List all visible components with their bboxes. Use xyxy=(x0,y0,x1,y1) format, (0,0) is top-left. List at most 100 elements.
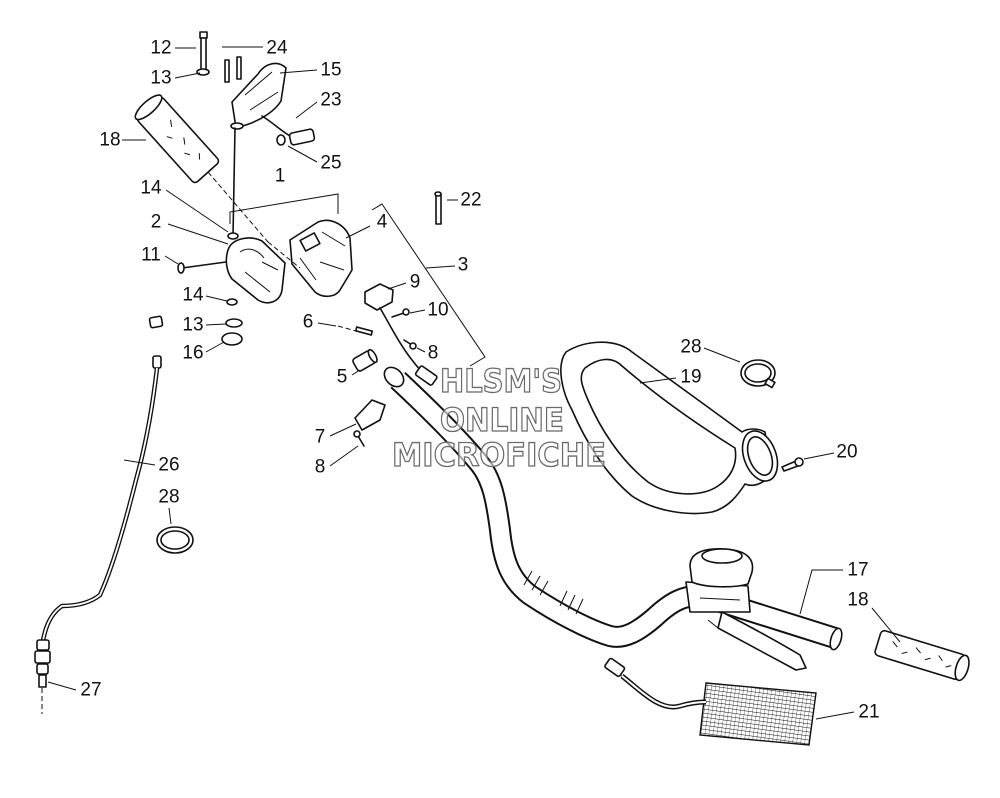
callout-label: 9 xyxy=(410,272,421,293)
leader-line xyxy=(703,347,741,363)
callout-label: 14 xyxy=(140,178,162,199)
callout-label: 27 xyxy=(80,680,101,701)
part-28-clamp-ring-left xyxy=(156,526,194,554)
bolt-shank xyxy=(200,37,207,71)
screw-head xyxy=(402,308,410,316)
callout-label: 2 xyxy=(151,212,162,233)
part-6-pin xyxy=(337,325,374,336)
bolt-head xyxy=(199,31,208,39)
cable-end-cap xyxy=(148,315,164,329)
callout-label: 5 xyxy=(337,367,348,388)
watermark: HLSM'S ONLINE MICROFICHE xyxy=(391,361,606,474)
leader-line xyxy=(317,322,337,327)
callout-label: 26 xyxy=(158,455,179,476)
part-18-left-grip xyxy=(134,94,220,184)
leader-line xyxy=(167,223,229,245)
callout-label: 8 xyxy=(315,457,326,478)
sleeve-end xyxy=(367,348,378,364)
callout-label: 11 xyxy=(141,245,161,266)
pin xyxy=(224,59,230,83)
leader-line xyxy=(425,265,456,269)
leader-line xyxy=(205,323,227,326)
part-22-pin xyxy=(434,191,442,225)
callout-label: 7 xyxy=(315,427,326,448)
part-9-switch xyxy=(364,283,394,311)
brake-lever-assembly xyxy=(685,548,807,671)
assembly-axis-line xyxy=(267,241,301,269)
part-8-screw xyxy=(403,339,417,350)
housing-detail xyxy=(299,231,346,281)
part-27-cable-fitting xyxy=(34,639,51,714)
leader-line xyxy=(387,282,407,290)
leader-line xyxy=(123,459,156,466)
handlebar-knurl xyxy=(523,570,584,615)
callout-label: 19 xyxy=(680,367,701,388)
leader-line xyxy=(168,507,172,525)
pin-guide xyxy=(337,325,357,332)
part-14-screw xyxy=(227,232,239,240)
brake-lever xyxy=(717,611,807,671)
part-5-sleeve xyxy=(352,348,378,372)
grip-axis-line xyxy=(207,171,269,243)
part-26-throttle-cable xyxy=(40,315,164,641)
leader-line xyxy=(329,445,359,467)
callout-label: 13 xyxy=(150,68,171,89)
leader-line xyxy=(205,295,228,302)
leader-line xyxy=(409,309,426,314)
ring-outer xyxy=(740,359,776,387)
leader-line xyxy=(345,225,371,239)
grip-opening xyxy=(134,94,163,121)
screw-head xyxy=(353,430,361,438)
fitting-body xyxy=(34,650,51,664)
ring-outer xyxy=(156,526,194,554)
ring-inner xyxy=(744,363,772,383)
callout-label: 14 xyxy=(182,285,204,306)
wire-connector xyxy=(414,365,438,386)
part-17-handlebar xyxy=(383,366,843,651)
leader-line xyxy=(799,569,843,615)
callout-label: 3 xyxy=(458,255,469,276)
leader-line xyxy=(287,145,318,163)
grip-texture xyxy=(166,119,201,160)
leader-line xyxy=(815,711,855,720)
part-8-screw-lower xyxy=(353,430,365,447)
ring-tab xyxy=(764,377,776,389)
hood-inner xyxy=(580,358,737,495)
cable-ferrule xyxy=(152,355,162,369)
leader-line xyxy=(295,101,318,119)
part-7-bracket xyxy=(354,399,386,431)
leader-line xyxy=(205,341,225,353)
part-24-pins xyxy=(224,56,242,83)
part-13-washer xyxy=(196,68,210,76)
handlebar-right-end xyxy=(829,627,843,651)
grip-texture xyxy=(892,641,952,668)
housing-body xyxy=(225,237,286,304)
cable-core xyxy=(42,367,158,641)
ring-inner xyxy=(160,530,190,550)
pin-body xyxy=(354,326,374,336)
part-15-bracket xyxy=(230,62,287,130)
part-19-hood xyxy=(560,341,779,515)
heater-pad xyxy=(699,682,817,746)
handlebar-left-end xyxy=(383,366,405,388)
leader-line xyxy=(351,369,361,376)
watermark-line: ONLINE xyxy=(440,401,564,439)
part-2-housing-half xyxy=(225,237,286,304)
callout-label: 28 xyxy=(680,337,701,358)
part-21-heater-element xyxy=(604,657,817,746)
bolt-shank xyxy=(181,261,227,269)
part-16-nut xyxy=(221,332,243,346)
fitting-nut xyxy=(36,663,49,675)
callout-label: 18 xyxy=(99,130,120,151)
callout-label: 1 xyxy=(275,166,286,187)
part-28-clamp-ring-right xyxy=(740,359,776,389)
housing-switch-slot xyxy=(299,232,321,252)
leader-line xyxy=(639,377,677,384)
callout-label: 28 xyxy=(158,487,179,508)
hood-ring-outer xyxy=(741,430,779,482)
pin xyxy=(236,56,242,80)
leader-line xyxy=(329,423,357,437)
hood-ring-inner xyxy=(746,436,774,476)
watermark-line: HLSM'S xyxy=(440,362,562,400)
